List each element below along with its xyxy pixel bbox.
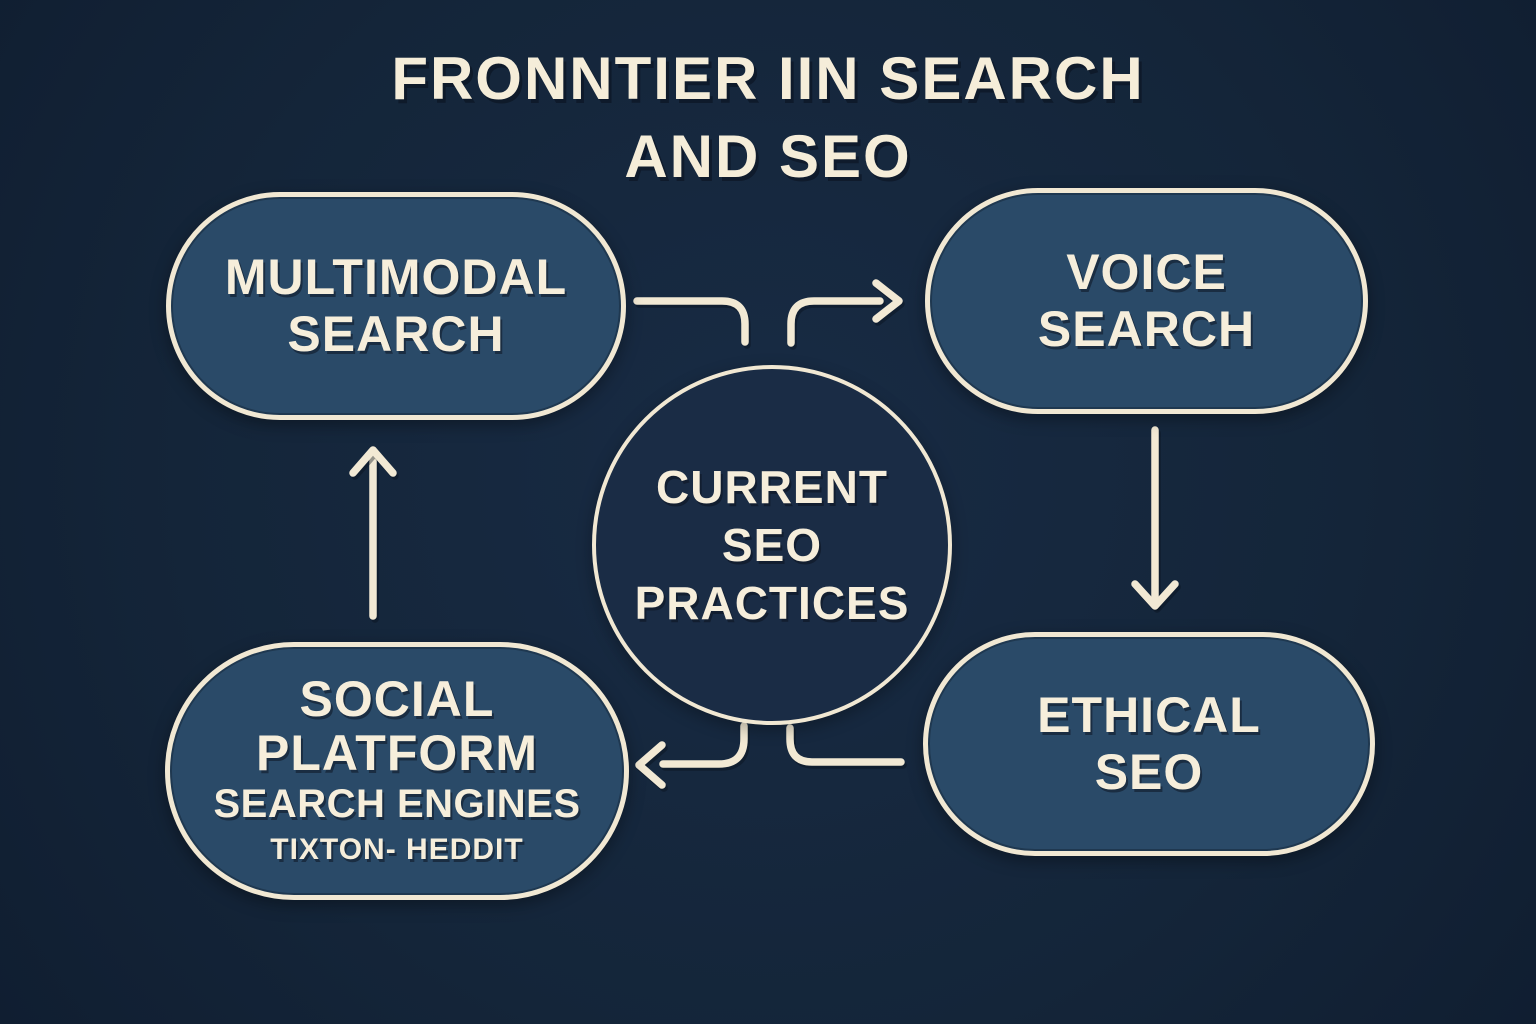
node-label-line: SEARCH [287, 306, 505, 362]
arrow-social-to-multimodal [349, 446, 397, 620]
node-label-line: PLATFORM [255, 724, 539, 781]
node-label-line: SOCIAL [299, 670, 495, 727]
node-current-seo-practices: CURRENT SEO PRACTICES [592, 365, 952, 725]
node-label-line: SEARCH [1037, 301, 1256, 357]
title-line-2: AND SEO [624, 123, 912, 190]
diagram-title: FRONNTIER IIN SEARCH AND SEO [0, 40, 1536, 196]
node-voice-search: VOICE SEARCH [925, 188, 1368, 414]
node-label-line: PRACTICES [634, 577, 910, 629]
node-label-secondary: SEARCH ENGINES [213, 781, 581, 826]
arrowhead-down-icon [1131, 580, 1179, 610]
node-label-line: CURRENT [656, 461, 888, 513]
title-line-1: FRONNTIER IIN SEARCH [391, 45, 1145, 112]
arrowhead-right-icon [872, 279, 903, 323]
node-label-tertiary: TIXTON- HEDDIT [270, 832, 524, 866]
node-ethical-seo: ETHICAL SEO [923, 632, 1375, 856]
arrow-ethical-to-center [786, 724, 905, 766]
arrowhead-up-icon [349, 446, 397, 477]
node-multimodal-search: MULTIMODAL SEARCH [166, 192, 626, 420]
arrowhead-left-icon [635, 741, 666, 789]
node-label-line: MULTIMODAL [224, 249, 568, 305]
arrow-multimodal-to-center [633, 297, 749, 346]
node-label-line: SEO [721, 519, 823, 571]
node-label-line: VOICE [1066, 244, 1227, 300]
arrow-center-to-voice [787, 279, 903, 347]
node-label-line: ETHICAL [1037, 687, 1261, 743]
arrow-voice-to-ethical [1131, 426, 1179, 610]
node-social-platform-search-engines: SOCIAL PLATFORM SEARCH ENGINES TIXTON- H… [165, 642, 629, 900]
node-label-line: SEO [1094, 744, 1204, 800]
arrow-center-to-social [635, 722, 748, 789]
